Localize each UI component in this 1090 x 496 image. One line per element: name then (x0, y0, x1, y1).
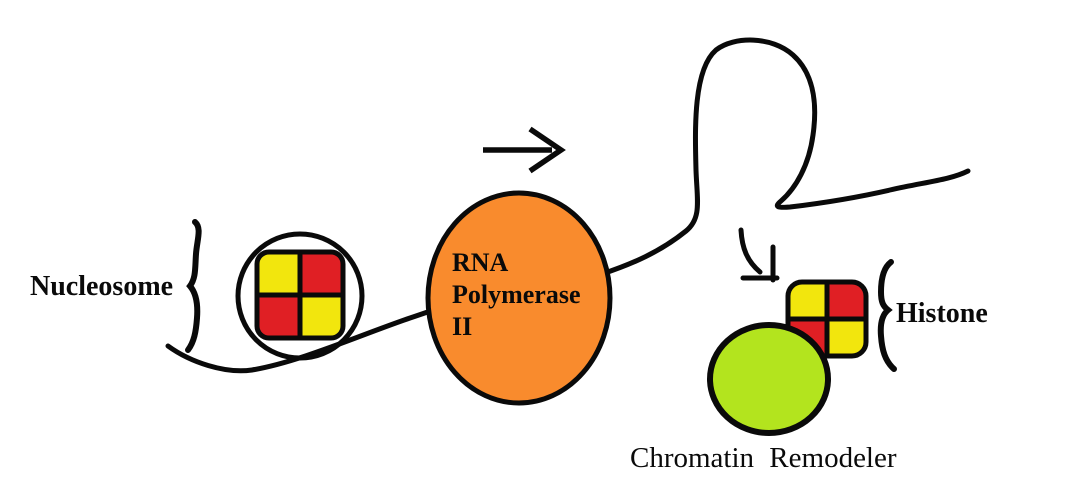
right-arrow-icon (483, 126, 566, 174)
nucleosome-label: Nucleosome (30, 271, 174, 302)
histone-quadrant-top-left (788, 282, 827, 319)
nucleosome-quadrant-bottom-right (300, 295, 343, 338)
nucleosome-brace (185, 219, 202, 353)
histone-brace (877, 259, 897, 372)
histone-square-border (785, 279, 869, 359)
rna-polymerase-ellipse (425, 190, 613, 406)
rna-polymerase-label-line2: Polymerase (452, 280, 581, 309)
curved-down-arrow-tail (738, 227, 763, 275)
nucleosome-quadrant-bottom-left (257, 295, 300, 338)
rna-polymerase-label-line3: II (452, 312, 473, 341)
nucleosome-histone-square (254, 249, 346, 341)
histone-label: Histone (896, 298, 988, 329)
nucleosome-square-border (254, 249, 346, 341)
dna-strand-loop (599, 37, 971, 277)
histone-quadrant-top-right (827, 282, 866, 319)
rna-polymerase-label-line1: RNA (452, 248, 509, 277)
chromatin-remodeler-label: Chromatin Remodeler (630, 442, 897, 474)
nucleosome-quadrant-top-right (300, 252, 343, 295)
nucleosome-circle (235, 231, 365, 361)
histone-quadrant-bottom-right (827, 319, 866, 356)
nucleosome-quadrant-top-left (257, 252, 300, 295)
chromatin-remodeler-circle (707, 322, 831, 436)
rna-polymerase-label: RNA Polymerase II (452, 247, 581, 343)
curved-down-arrow-icon (738, 227, 780, 283)
right-arrow-head (528, 126, 566, 174)
